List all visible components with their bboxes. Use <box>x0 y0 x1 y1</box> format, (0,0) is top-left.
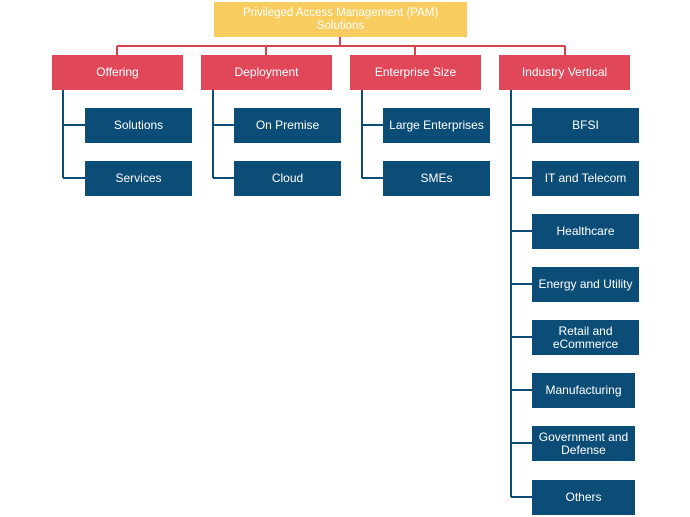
leaf-large-enterprises: Large Enterprises <box>383 108 490 143</box>
leaf-healthcare: Healthcare <box>532 214 639 249</box>
leaf-on-premise: On Premise <box>234 108 341 143</box>
leaf-retail-and-ecommerce: Retail and eCommerce <box>532 320 639 355</box>
leaf-services: Services <box>85 161 192 196</box>
leaf-government-and-defense: Government and Defense <box>532 426 635 461</box>
leaf-solutions: Solutions <box>85 108 192 143</box>
leaf-bfsi: BFSI <box>532 108 639 143</box>
leaf-energy-and-utility: Energy and Utility <box>532 267 639 302</box>
category-offering: Offering <box>52 55 183 90</box>
category-deployment: Deployment <box>201 55 332 90</box>
leaf-others: Others <box>532 480 635 515</box>
root-node: Privileged Access Management (PAM) Solut… <box>214 2 467 37</box>
leaf-smes: SMEs <box>383 161 490 196</box>
leaf-it-and-telecom: IT and Telecom <box>532 161 639 196</box>
leaf-cloud: Cloud <box>234 161 341 196</box>
leaf-manufacturing: Manufacturing <box>532 373 635 408</box>
category-industry-vertical: Industry Vertical <box>499 55 630 90</box>
category-enterprise-size: Enterprise Size <box>350 55 481 90</box>
